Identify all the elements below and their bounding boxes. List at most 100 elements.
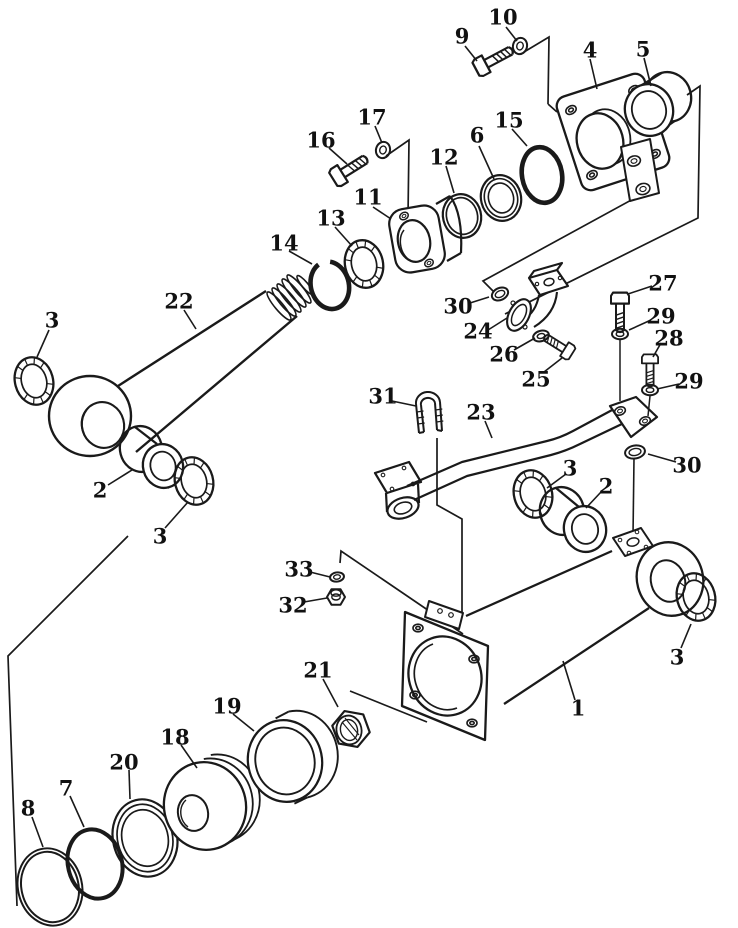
callout-leader xyxy=(469,296,490,304)
part-callout-32-37: 32 xyxy=(278,593,307,618)
part-callout-3-6: 3 xyxy=(670,645,685,670)
callout-leader xyxy=(647,453,677,463)
part-callout-10-13: 10 xyxy=(488,5,517,30)
callout-leader xyxy=(180,744,198,769)
part-callout-17-20: 17 xyxy=(357,105,386,130)
part-callout-22-25: 22 xyxy=(164,289,193,314)
part-callout-18-21: 18 xyxy=(160,725,189,750)
callout-leader xyxy=(309,571,331,578)
part-u-bolt xyxy=(414,391,444,434)
part-piston-nut xyxy=(331,709,371,749)
part-washer-17 xyxy=(374,140,392,160)
callout-leader xyxy=(478,145,495,180)
callout-leader xyxy=(513,337,536,351)
guide-line xyxy=(339,549,464,635)
part-bolt-9 xyxy=(470,40,518,79)
part-callout-15-18: 15 xyxy=(494,108,523,133)
guide-line xyxy=(481,185,658,292)
part-bolt-27 xyxy=(609,291,631,334)
callout-leader xyxy=(464,45,478,62)
part-callout-16-19: 16 xyxy=(306,128,335,153)
part-callout-3-4: 3 xyxy=(153,524,168,549)
part-callout-2-1: 2 xyxy=(93,478,108,503)
part-callout-21-24: 21 xyxy=(303,658,332,683)
part-washer-29 xyxy=(611,327,629,341)
part-callout-23-26: 23 xyxy=(466,400,495,425)
callout-leader xyxy=(36,329,50,358)
part-gland xyxy=(388,195,463,274)
part-elbow xyxy=(506,261,570,332)
guide-line xyxy=(7,535,129,907)
part-callout-9-12: 9 xyxy=(455,24,470,49)
callout-leader xyxy=(334,226,353,247)
callout-leader xyxy=(374,125,383,144)
callout-leader xyxy=(322,678,339,708)
callout-leader xyxy=(546,473,567,489)
callout-leader xyxy=(680,623,692,649)
callout-leader xyxy=(585,491,602,509)
part-callout-33-38: 33 xyxy=(284,557,313,582)
callout-leader xyxy=(487,317,508,331)
part-oring-30 xyxy=(624,444,646,460)
callout-leader xyxy=(232,713,255,732)
part-callout-14-17: 14 xyxy=(269,231,298,256)
part-bushing-5 xyxy=(623,70,693,138)
callout-leader xyxy=(484,420,493,439)
callout-leader xyxy=(511,128,528,147)
part-callout-5-8: 5 xyxy=(636,37,651,62)
part-callout-24-27: 24 xyxy=(463,319,492,344)
part-bolt-25 xyxy=(539,329,578,362)
callout-leader xyxy=(652,342,662,358)
part-bushing-left xyxy=(118,424,185,490)
callout-leader xyxy=(656,383,680,390)
callout-leader xyxy=(107,469,133,486)
part-callout-13-16: 13 xyxy=(316,206,345,231)
callout-leader xyxy=(164,501,189,529)
callout-leader xyxy=(543,357,563,373)
part-nut-32 xyxy=(326,588,346,606)
part-oring-15 xyxy=(519,144,565,206)
callout-leader xyxy=(391,400,417,407)
callout-leader xyxy=(589,58,598,90)
part-washer-10 xyxy=(511,36,529,56)
part-piston xyxy=(162,753,261,852)
part-callout-7-10: 7 xyxy=(59,776,74,801)
callout-leader xyxy=(445,165,455,194)
part-callout-31-36: 31 xyxy=(368,384,397,409)
callout-leader xyxy=(288,250,313,265)
part-callout-27-30: 27 xyxy=(648,271,677,296)
part-seal-6 xyxy=(479,174,523,222)
part-callout-29-33: 29 xyxy=(674,369,703,394)
part-piston-rod xyxy=(47,274,314,458)
part-dust-seal xyxy=(507,464,559,524)
guide-line xyxy=(647,395,651,417)
callout-leader xyxy=(183,309,197,330)
part-oring-30 xyxy=(490,286,510,302)
callout-leader xyxy=(303,597,328,603)
guide-line xyxy=(523,35,558,113)
part-bolt-28 xyxy=(641,353,659,388)
part-cylinder-body xyxy=(400,457,705,742)
part-callout-6-9: 6 xyxy=(470,123,485,148)
guide-line xyxy=(385,138,410,218)
part-bolt-16 xyxy=(326,148,373,189)
part-callout-3-5: 3 xyxy=(563,456,578,481)
guide-line xyxy=(349,690,428,723)
callout-leader xyxy=(627,285,653,295)
guide-line xyxy=(504,84,701,315)
callout-leader xyxy=(31,816,44,848)
part-callout-11-14: 11 xyxy=(353,185,382,210)
assembly-guide-lines xyxy=(7,35,701,907)
part-snap-ring xyxy=(308,259,352,312)
guide-line xyxy=(436,438,463,612)
part-callout-30-35: 30 xyxy=(672,453,701,478)
callout-leader xyxy=(69,795,85,828)
callout-leader xyxy=(628,319,652,331)
part-tube xyxy=(373,395,659,520)
part-oring-7 xyxy=(65,827,125,901)
part-callout-28-31: 28 xyxy=(654,326,683,351)
part-callout-25-28: 25 xyxy=(521,367,550,392)
part-washer-33 xyxy=(329,571,345,583)
